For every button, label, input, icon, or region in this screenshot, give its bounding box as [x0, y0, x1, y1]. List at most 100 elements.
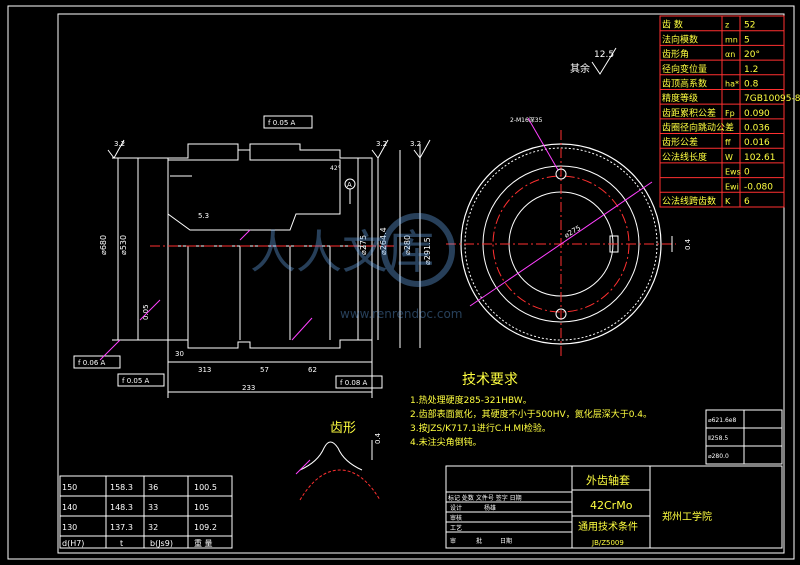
- gear-end-view: 2-M16深35 ⌀275 0.4: [446, 116, 692, 358]
- dim-len-b: 57: [260, 366, 269, 374]
- size-cell: 150: [62, 483, 77, 492]
- rough-c4: 3.2: [410, 140, 421, 148]
- param-symbol: z: [725, 21, 729, 30]
- param-name: 精度等级: [662, 92, 698, 104]
- size-cell: 140: [62, 503, 77, 512]
- param-symbol: W: [725, 153, 733, 162]
- size-cell: 105: [194, 503, 209, 512]
- size-cell: 158.3: [110, 483, 133, 492]
- param-name: 公法线长度: [662, 151, 707, 163]
- size-footer-w: 重 量: [194, 538, 213, 548]
- tol-frame-bottom: f 0.05 A: [122, 377, 150, 385]
- size-footer-t: t: [120, 539, 123, 548]
- dim-diam3: ⌀275: [359, 235, 368, 255]
- tb-row-3: 工艺: [450, 524, 462, 532]
- small-row-1: ⌀621.6e8: [708, 417, 736, 424]
- rough-c1: 3.2: [114, 140, 125, 148]
- tb-bottom-1: 审: [450, 537, 456, 545]
- dim-diam6: ⌀291.5: [423, 237, 432, 265]
- technical-requirements: 技术要求 1.热处理硬度285-321HBW。 2.齿部表面氮化，其硬度不小于5…: [410, 372, 652, 448]
- size-cell: 33: [148, 503, 158, 512]
- rough-c3: 3.2: [376, 140, 387, 148]
- part-name: 外齿轴套: [586, 473, 630, 487]
- roughness-label: 其余: [570, 62, 590, 75]
- title-block: 标记 处数 文件号 签字 日期 设计 杨雄 审核 工艺 审 批 日期 外齿轴套 …: [445, 465, 783, 549]
- tol-frame-right: f 0.08 A: [340, 379, 368, 387]
- company: 郑州工学院: [662, 510, 712, 523]
- param-value: 0.8: [744, 79, 759, 89]
- tb-row-1: 设计: [450, 504, 462, 512]
- dim-len-a: 313: [198, 366, 211, 374]
- dim-diam4: ⌀264.4: [379, 227, 388, 255]
- tb-bottom-2: 批: [476, 537, 482, 545]
- dim-len-total: 233: [242, 384, 255, 392]
- size-cell: 148.3: [110, 503, 133, 512]
- notes-title: 技术要求: [462, 372, 518, 388]
- dim-len-c: 62: [308, 366, 317, 374]
- param-value: -0.080: [744, 182, 773, 192]
- note-2: 2.齿部表面氮化，其硬度不小于500HV，氮化层深大于0.4。: [410, 408, 652, 420]
- param-name: 径向变位量: [662, 63, 707, 75]
- tb-bottom-3: 日期: [500, 537, 512, 545]
- param-value: 0.036: [744, 124, 770, 134]
- param-name: 齿 数: [662, 19, 683, 31]
- size-cell: 109.2: [194, 523, 217, 532]
- param-value: 52: [744, 21, 755, 31]
- dim-diam5: ⌀280: [403, 235, 412, 255]
- tol-frame-left: f 0.06 A: [78, 359, 106, 367]
- param-name: 齿形角: [662, 48, 689, 60]
- dim-diam2: ⌀530: [119, 235, 128, 255]
- watermark: 人人文库 www.renrendoc.com: [250, 213, 462, 321]
- size-cell: 137.3: [110, 523, 133, 532]
- rough-c2: 5.3: [198, 212, 209, 220]
- inner-border: [57, 13, 785, 554]
- param-value: 6: [744, 197, 750, 207]
- param-value: 0: [744, 168, 750, 178]
- outer-border: [7, 5, 795, 560]
- param-name: 齿形公差: [662, 136, 698, 148]
- param-value: 20°: [744, 50, 760, 60]
- tapped-hole-note: 2-M16深35: [510, 116, 543, 124]
- size-cell: 32: [148, 523, 158, 532]
- dim-chamfer: 0.05: [142, 304, 150, 320]
- param-value: 1.2: [744, 65, 758, 75]
- tol-frame-top: f 0.05 A: [268, 119, 296, 127]
- param-symbol: ha*: [725, 79, 739, 88]
- dim-keyway: 0.4: [684, 238, 692, 250]
- dim-len-d: 30: [175, 350, 184, 358]
- tooth-title: 齿形: [330, 421, 356, 436]
- param-name: 齿距累积公差: [662, 107, 716, 119]
- dim-bore-diam: ⌀275: [563, 224, 582, 240]
- roughness-value: 12.5: [594, 50, 614, 60]
- roughness-other: 12.5 其余: [570, 47, 617, 75]
- dim-diam1: ⌀680: [99, 235, 108, 255]
- param-value: 0.016: [744, 138, 770, 148]
- size-cell: 36: [148, 483, 158, 492]
- param-symbol: mn: [725, 35, 738, 44]
- note-1: 1.热处理硬度285-321HBW。: [410, 394, 532, 406]
- param-value: 5: [744, 35, 750, 45]
- param-name: 法向模数: [662, 33, 698, 45]
- note-3: 3.按JZS/K717.1进行C.H.MI检验。: [410, 422, 551, 434]
- section-view: ⌀680 ⌀530 ⌀275 ⌀264.4 ⌀280 ⌀291.5 313 57…: [73, 115, 432, 398]
- size-footer-d: d(H7): [62, 539, 84, 548]
- material: 42CrMo: [590, 499, 633, 512]
- small-row-2: Ⅱ258.5: [708, 435, 728, 442]
- param-value: 7GB10095-88: [744, 94, 800, 104]
- small-row-3: ⌀280.0: [708, 453, 729, 460]
- param-name: 公法线跨齿数: [662, 195, 716, 207]
- title-header: 标记 处数 文件号 签字 日期: [448, 494, 522, 502]
- size-footer-b: b(Js9): [150, 539, 173, 548]
- param-symbol: K: [725, 197, 731, 206]
- standard: JB/Z5009: [591, 539, 624, 547]
- param-symbol: Ewi: [725, 182, 739, 191]
- param-symbol: Fp: [725, 109, 735, 118]
- small-tolerance-table: ⌀621.6e8 Ⅱ258.5 ⌀280.0: [705, 409, 783, 465]
- tooth-profile-detail: 齿形 0.4: [295, 421, 382, 501]
- datum-a: A: [347, 181, 352, 189]
- size-cell: 130: [62, 523, 77, 532]
